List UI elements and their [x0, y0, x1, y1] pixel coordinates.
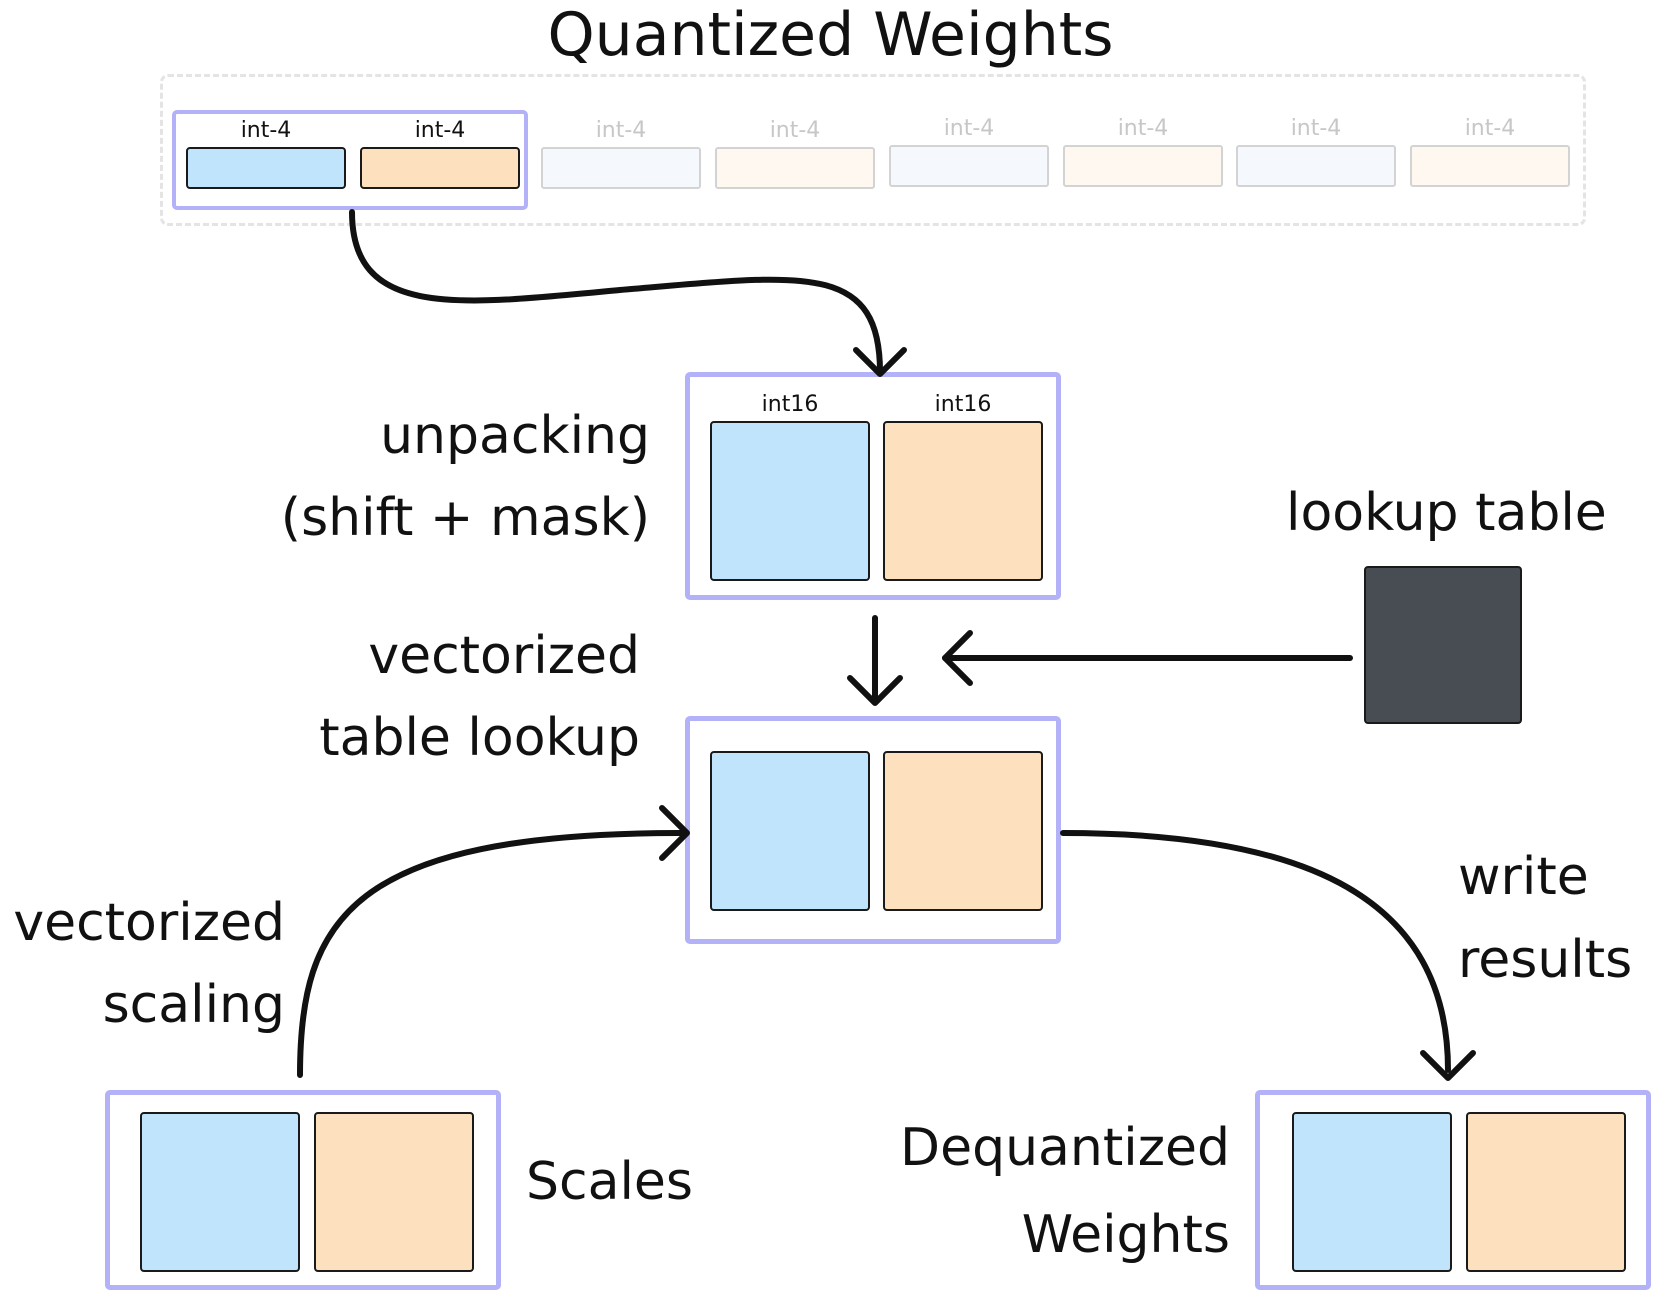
- quantized-weights-container: [160, 74, 1586, 226]
- int4-cell-faded: [1410, 145, 1570, 187]
- int4-label-faded: int-4: [1464, 116, 1516, 141]
- int4-cell-faded: [715, 147, 875, 189]
- int4-cell-faded: [1063, 145, 1223, 187]
- int4-label-faded: int-4: [595, 118, 647, 143]
- scales-cell-peach: [314, 1112, 474, 1272]
- write-arrow: [1060, 830, 1451, 1073]
- table-lookup-label: vectorized: [368, 626, 640, 686]
- unpacking-label: unpacking: [380, 406, 650, 466]
- int16-cell-blue: [710, 421, 870, 581]
- write-results-label: write: [1458, 847, 1589, 907]
- int4-label-faded: int-4: [1117, 116, 1169, 141]
- int16-label: int16: [934, 392, 992, 417]
- lookup-result-cell-blue: [710, 751, 870, 911]
- int16-label: int16: [761, 392, 819, 417]
- dequantized-cell-peach: [1466, 1112, 1626, 1272]
- scaling-label: vectorized: [13, 893, 285, 953]
- int4-label: int-4: [414, 118, 466, 143]
- diagram-title: Quantized Weights: [547, 0, 1114, 70]
- lookup-table-label: lookup table: [1286, 483, 1607, 543]
- unpacking-label: (shift + mask): [280, 488, 650, 548]
- dequantized-label: Dequantized: [900, 1118, 1230, 1178]
- write-arrowhead: [1420, 1050, 1476, 1081]
- int4-cell-blue: [186, 147, 346, 189]
- unpack-arrowhead: [853, 347, 907, 377]
- int4-label-faded: int-4: [1290, 116, 1342, 141]
- scales-label: Scales: [526, 1152, 693, 1212]
- scaling-arrowhead: [659, 805, 690, 861]
- int4-cell-faded: [889, 145, 1049, 187]
- int4-label-faded: int-4: [769, 118, 821, 143]
- unpack-arrow: [349, 209, 883, 375]
- scaling-label: scaling: [102, 975, 285, 1035]
- table-lookup-label: table lookup: [319, 708, 640, 768]
- int4-label: int-4: [240, 118, 292, 143]
- scaling-arrow: [297, 830, 683, 1078]
- lookup-table-block: [1364, 566, 1522, 724]
- lookup-arrowhead: [942, 630, 973, 686]
- int4-label-faded: int-4: [943, 116, 995, 141]
- int4-cell-faded: [541, 147, 701, 189]
- int4-cell-peach: [360, 147, 520, 189]
- write-results-label: results: [1458, 930, 1633, 990]
- int4-cell-faded: [1236, 145, 1396, 187]
- dequantized-label: Weights: [1021, 1205, 1230, 1265]
- dequantized-cell-blue: [1292, 1112, 1452, 1272]
- scales-cell-blue: [140, 1112, 300, 1272]
- lookup-result-cell-peach: [883, 751, 1043, 911]
- down-arrowhead: [847, 675, 903, 706]
- int16-cell-peach: [883, 421, 1043, 581]
